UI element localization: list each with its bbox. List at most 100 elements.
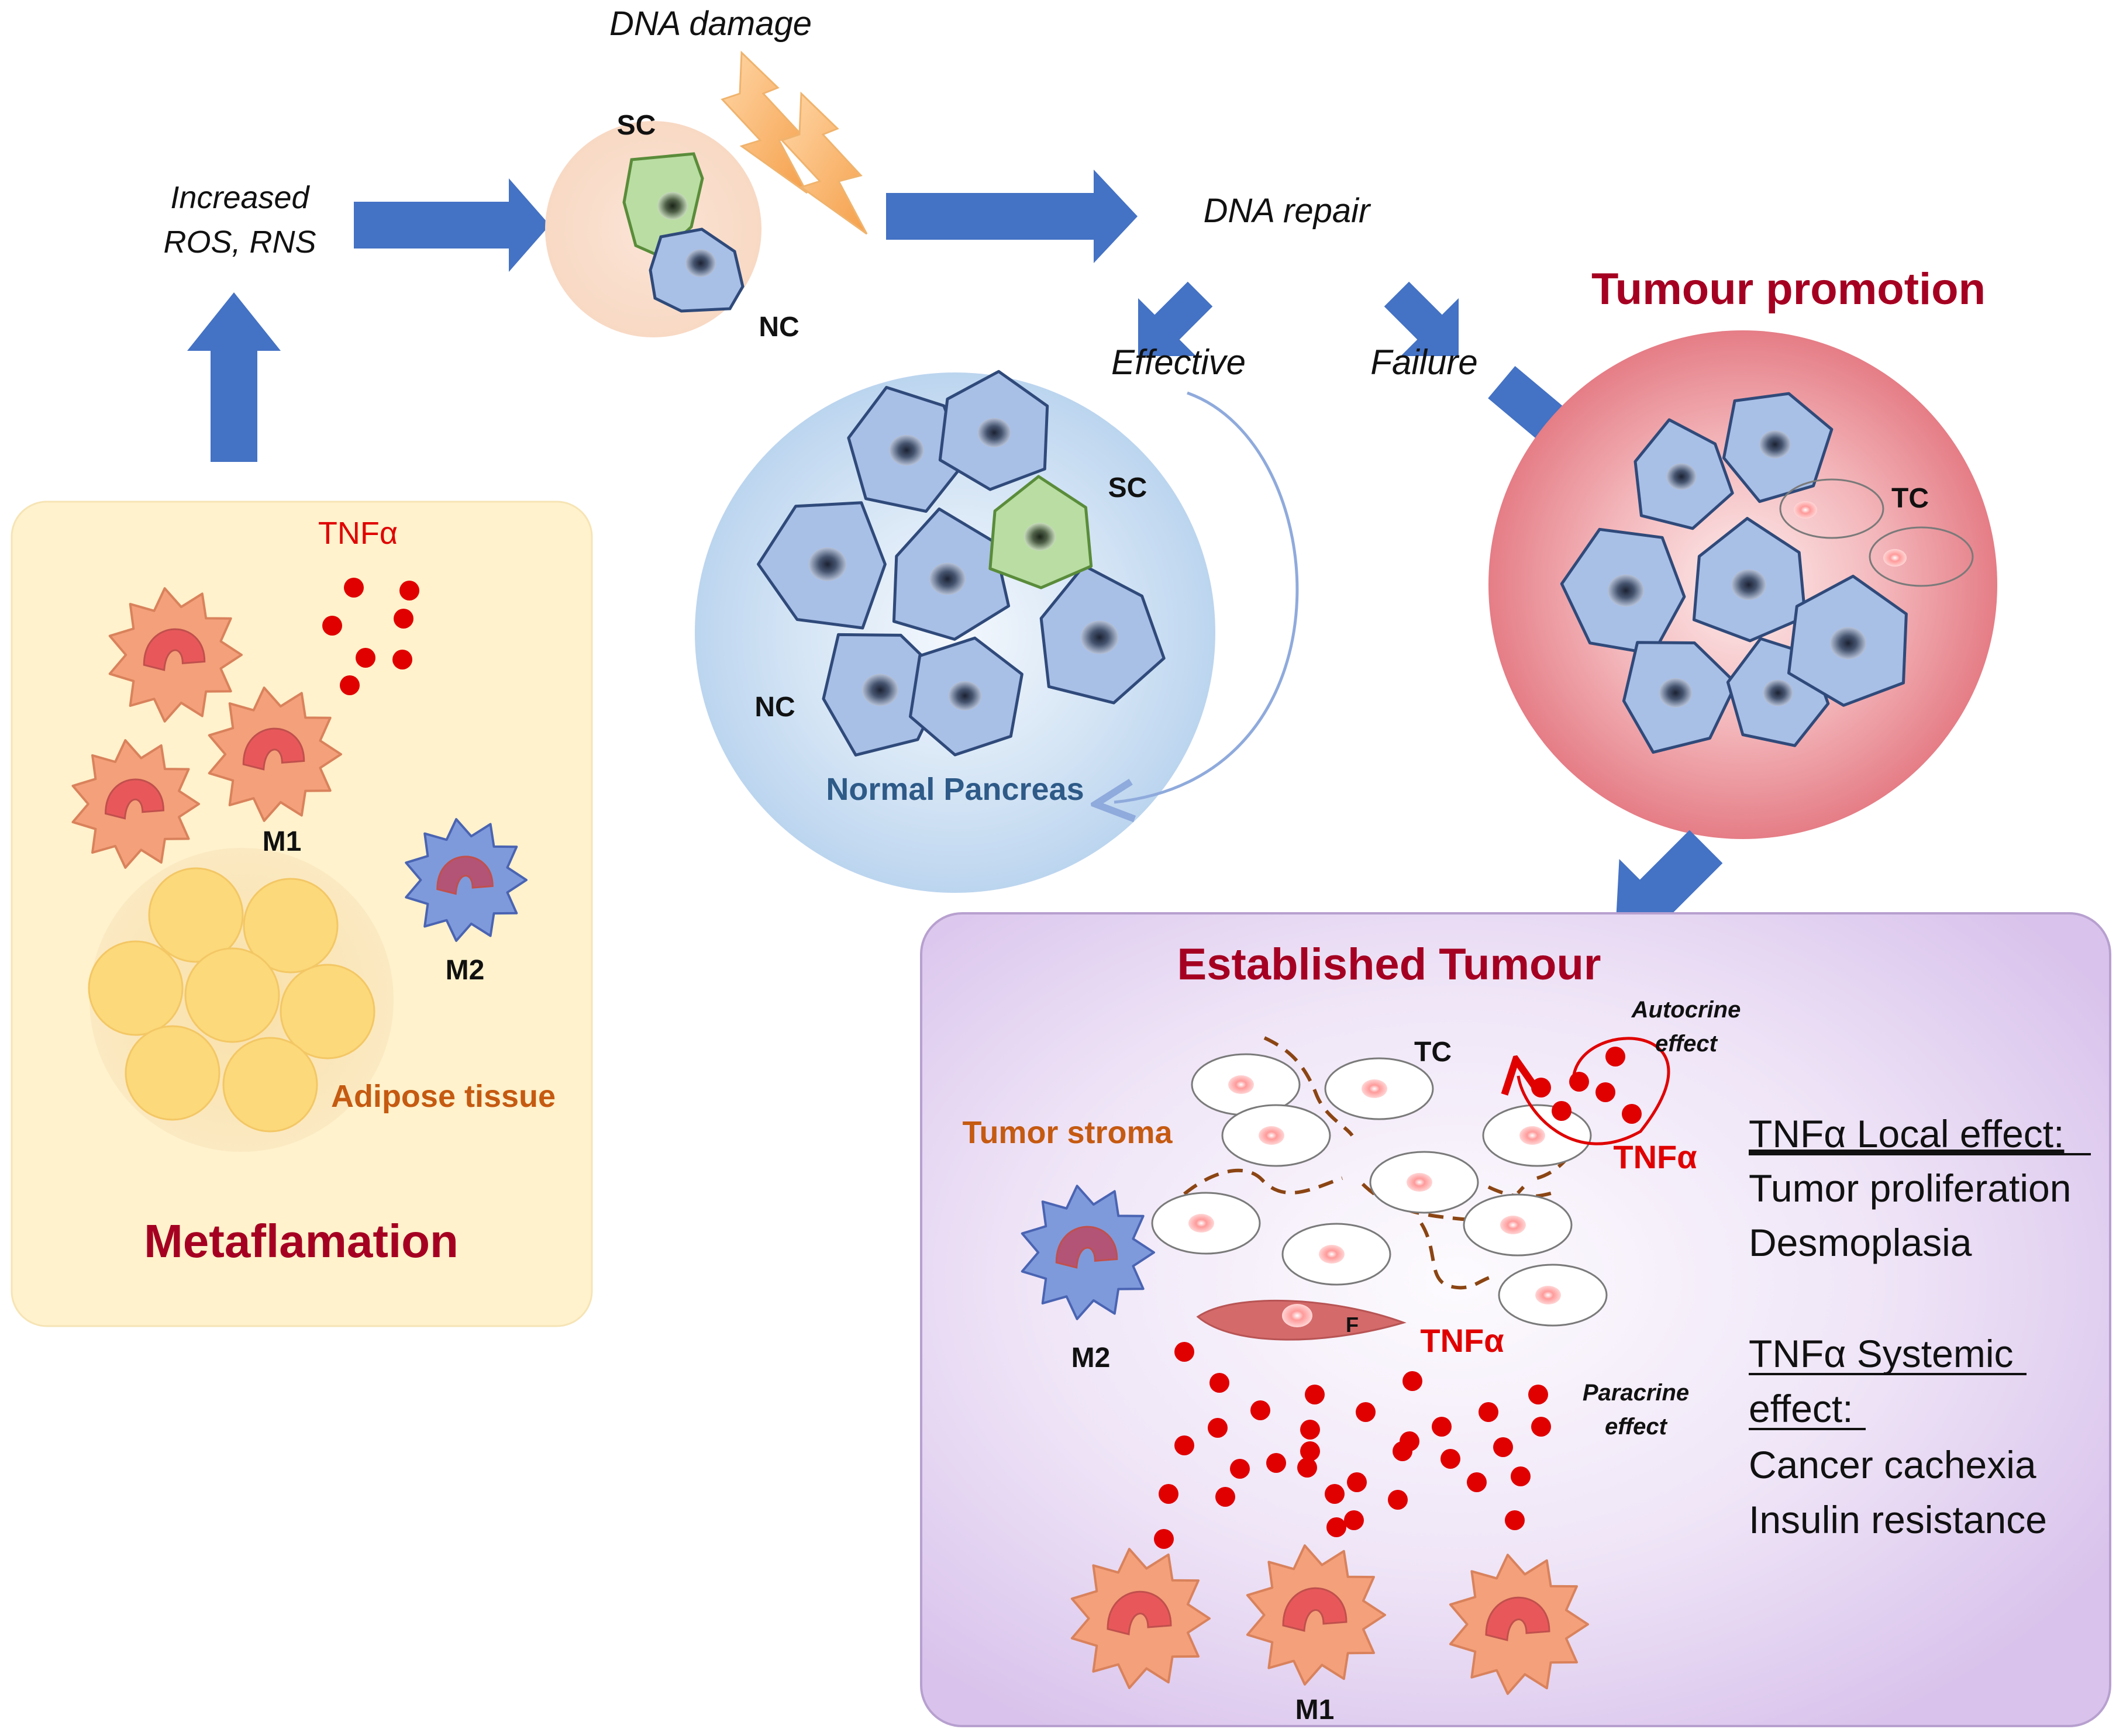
established-tumour-title: Established Tumour [1177,940,1601,989]
adipocyte-4 [184,947,280,1043]
m1-macrophage-est-2 [1246,1544,1386,1686]
tnfa-dot-est-19 [1305,1385,1325,1404]
tnfa-dot-est-24 [1440,1449,1460,1469]
m1-macrophage-est-3 [1449,1554,1589,1695]
tnfa-dot-est-32 [1493,1437,1513,1457]
systemic-effect-title-1: TNFα Systemic [1749,1332,2014,1375]
m1-macrophage-est-1-nucleus [1107,1590,1172,1635]
tnfa-dot-est-13 [1230,1459,1250,1479]
tumour-promotion-cells [1560,392,1974,754]
nc-label-pancreas: NC [754,692,795,723]
tnfa-dot-est-29 [1402,1371,1422,1391]
tnfa-dot-est-11 [1208,1418,1228,1438]
tnfa-dot-est-7 [1174,1342,1194,1362]
tumour-cell-est-1-nucleus [1228,1075,1254,1094]
m1-macrophage-2 [208,686,342,822]
tumour-cells-established [1151,1053,1608,1327]
tnfa-dot-est-25 [1388,1490,1408,1510]
adipocyte-6 [125,1025,220,1121]
m1-macrophage-est-1 [1070,1548,1211,1689]
tnfa-label-left: TNFα [318,516,398,551]
tnfa-dot-est-8 [1209,1373,1229,1393]
m1-macrophage-2-nucleus [242,727,305,771]
m1-macrophage-3 [71,739,200,869]
tnfa-dot-est-26 [1325,1484,1345,1504]
tnfa-dot-est-31 [1479,1402,1498,1422]
m1-label-established: M1 [1295,1694,1335,1725]
dna-damage-label: DNA damage [609,5,812,43]
lightning-bolt-1 [721,50,808,194]
tc-label-promotion: TC [1891,483,1929,514]
m1-macrophage-1 [108,587,243,723]
tumour-cell-5-nucleus [1659,678,1693,708]
tnfa-dot-left-5 [356,648,375,668]
arrow-to-dna-repair [886,170,1138,263]
autocrine-label-2: effect [1655,1031,1718,1057]
tnfa-dot-est-16 [1159,1484,1178,1504]
sc-label-small: SC [617,110,656,141]
increased-ros-label-2: ROS, RNS [163,225,316,260]
repair-return-arrow [1114,391,1299,802]
m2-macrophage-established-nucleus [1055,1226,1118,1269]
tnfa-dot-est-30 [1432,1417,1452,1437]
tnfa-dot-est-4 [1552,1101,1572,1121]
tnfa-dot-est-5 [1595,1082,1615,1102]
m1-macrophage-1-nucleus [143,628,206,671]
autocrine-loop-arrow [1518,1037,1670,1145]
lightning-bolt-2 [780,91,868,235]
transformed-cell-2-nucleus [1883,549,1907,567]
nc-label-small: NC [759,312,799,343]
tnfa-dot-est-20 [1356,1402,1376,1422]
tnfa-dot-est-36 [1505,1510,1525,1530]
tnfa-dot-left-3 [322,616,342,636]
m2-macrophage-established [1021,1185,1155,1320]
stroma-line-4 [1419,1222,1498,1290]
tumour-cell-est-4-nucleus [1519,1126,1545,1145]
tumour-cell-est-7-nucleus [1319,1245,1345,1264]
tnfa-dot-est-22 [1347,1472,1367,1492]
adipocyte-cluster [88,867,375,1133]
tnfa-dot-left-6 [392,650,412,669]
m2-macrophage-left [405,818,528,942]
established-macrophages [1021,1185,1589,1695]
tnfa-dot-est-1 [1531,1078,1551,1097]
normal-cell-7-nucleus [948,681,982,711]
adipocyte-2 [243,878,339,974]
tnfa-dot-est-38 [1511,1466,1531,1486]
m1-label-left: M1 [263,826,302,857]
sc-label-pancreas: SC [1108,472,1147,503]
tnfa-dot-est-27 [1326,1517,1346,1537]
arrow-to-failure [1384,281,1459,356]
local-effect-title: TNFα Local effect: [1749,1112,2064,1155]
f-label: F [1346,1313,1359,1337]
dna-repair-label: DNA repair [1204,192,1371,230]
normal-cell-6-nucleus [1080,620,1119,654]
tnfa-dot-est-34 [1528,1385,1548,1404]
paracrine-label-2: effect [1605,1414,1668,1440]
adipose-tissue-label: Adipose tissue [331,1079,556,1114]
paracrine-label-1: Paracrine [1583,1380,1689,1406]
m1-macrophage-est-3-nucleus [1485,1596,1550,1641]
adipocyte-1 [148,867,244,963]
left-macrophages [71,587,528,942]
m1-macrophage-3-nucleus [104,778,165,820]
tumour-cell-4-nucleus [1731,569,1766,600]
metaflamation-title: Metaflamation [144,1215,459,1267]
tnfa-label-autocrine: TNFα [1613,1138,1697,1175]
tumour-cell-est-9-nucleus [1535,1286,1561,1304]
tumour-cell-est-5-nucleus [1407,1173,1432,1192]
tnfa-dot-est-6 [1622,1104,1642,1124]
systemic-effect-title-2: effect: [1749,1387,1853,1430]
tnfa-dot-est-15 [1297,1458,1317,1478]
arrow-to-effective [1138,281,1213,356]
tumour-promotion-title: Tumour promotion [1591,264,1986,314]
m2-macrophage-left-nucleus [436,855,494,895]
local-effect-1: Tumor proliferation [1749,1166,2071,1210]
tumour-cell-3-nucleus [1607,574,1645,607]
tnfa-dot-est-28 [1344,1510,1364,1530]
m2-label-established: M2 [1071,1342,1111,1373]
normal-cell-5-nucleus [861,674,899,706]
tnfa-dot-left-2 [399,581,419,600]
arrow-to-dna-damage [354,178,550,272]
